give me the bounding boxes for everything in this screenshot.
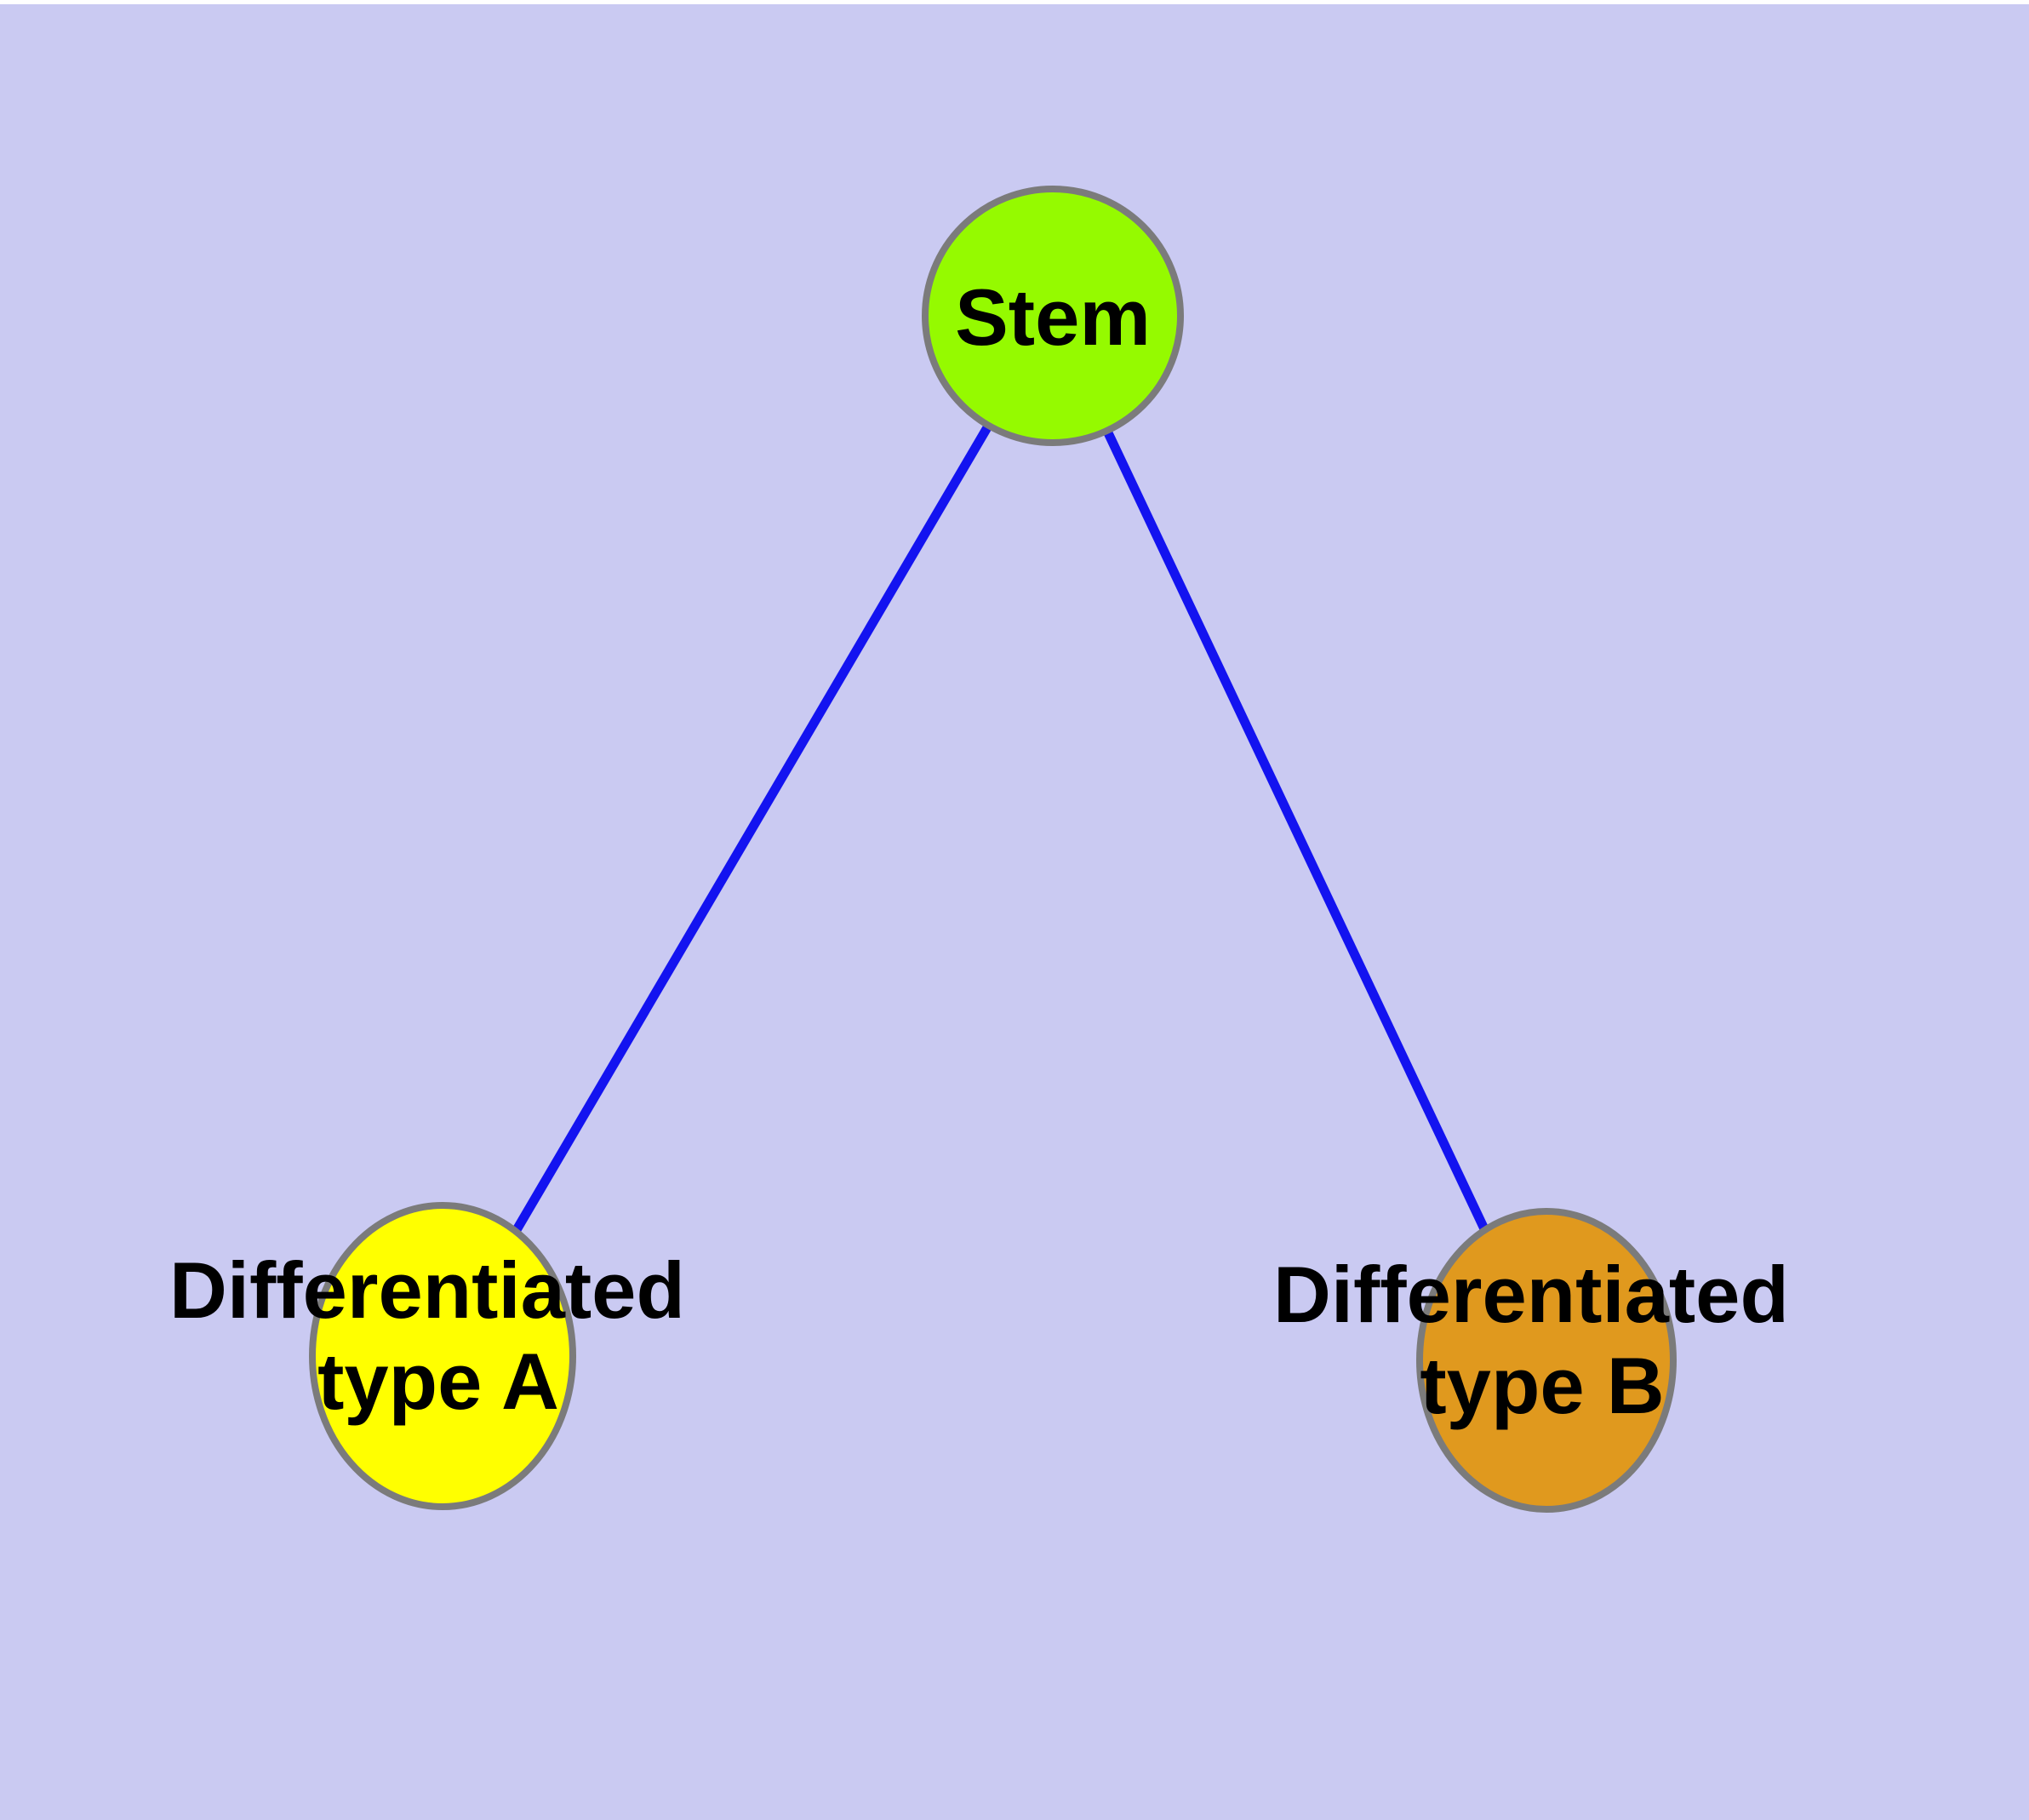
edge-stem-to-type-b[interactable] <box>1049 313 1551 1363</box>
node-differentiated-type-a[interactable] <box>309 1202 576 1510</box>
node-label-differentiated-type-a-line2: type A <box>317 1336 559 1426</box>
top-margin-strip <box>0 0 2029 4</box>
node-label-differentiated-type-a: Differentiated type A <box>169 1245 707 1426</box>
node-differentiated-type-b[interactable] <box>1416 1208 1677 1513</box>
node-stem[interactable] <box>922 186 1184 446</box>
node-label-differentiated-type-b-line1: Differentiated <box>1273 1250 1789 1339</box>
node-label-stem: Stem <box>955 272 1151 362</box>
node-label-differentiated-type-b: Differentiated type B <box>1273 1250 1811 1430</box>
node-label-differentiated-type-a-line1: Differentiated <box>169 1245 685 1335</box>
node-label-differentiated-type-b-line2: type B <box>1420 1341 1664 1430</box>
edge-stem-to-type-a[interactable] <box>438 313 1057 1359</box>
